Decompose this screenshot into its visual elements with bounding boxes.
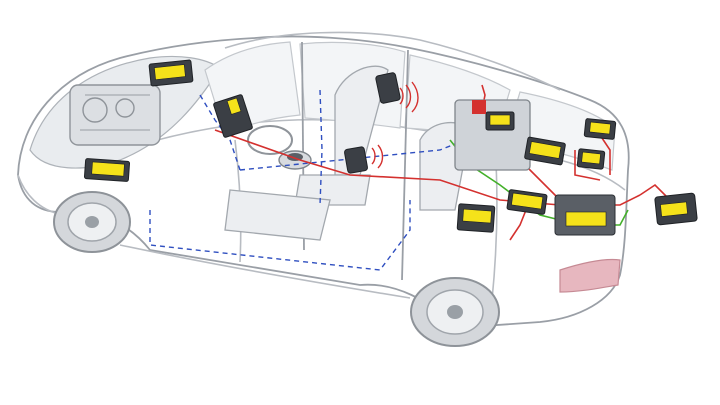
taillight	[559, 258, 621, 293]
front-wheel	[53, 191, 131, 253]
trunk-top-module[interactable]	[583, 118, 617, 140]
headrest-speaker-module[interactable]	[375, 72, 401, 104]
speaker-waves	[371, 81, 419, 169]
firewall-module[interactable]	[213, 94, 253, 138]
engine-ecu-module[interactable]	[148, 59, 194, 87]
steering-wheel	[247, 125, 293, 155]
engine-block	[69, 84, 161, 146]
trunk-cluster-module-1[interactable]	[454, 99, 531, 171]
roof-line	[224, 31, 561, 91]
rear-module[interactable]	[456, 203, 496, 233]
external-connector-module[interactable]	[654, 192, 698, 226]
trunk-cluster-module-3[interactable]	[576, 148, 606, 170]
trunk-cluster-module-4[interactable]	[506, 189, 548, 215]
engine-bay-module[interactable]	[83, 158, 131, 182]
trunk-cluster-module-5[interactable]	[554, 194, 616, 236]
front-seat	[294, 65, 389, 206]
rocker-line	[119, 244, 411, 299]
c-pillar	[401, 49, 409, 281]
rear-wheel	[410, 277, 500, 347]
center-console-module[interactable]	[344, 146, 368, 174]
trunk-cluster-module-2[interactable]	[524, 136, 566, 166]
body-silhouette	[17, 35, 630, 329]
